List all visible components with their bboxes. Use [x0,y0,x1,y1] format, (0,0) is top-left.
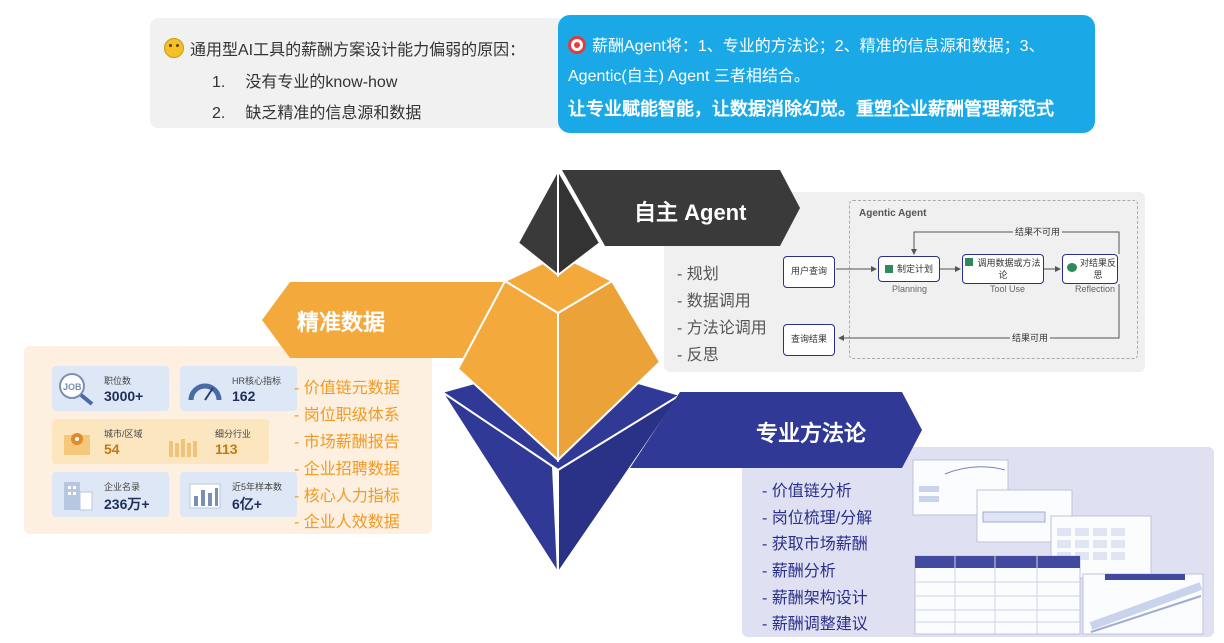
pyramid-middle-top [502,253,615,315]
stat-label: 近5年样本数 [232,482,283,492]
method-bullet: - 价值链分析 [762,483,852,500]
stat-value: 6亿+ [232,496,262,512]
method-bullet: - 薪酬架构设计 [762,590,868,607]
result-usable-note: 结果可用 [1010,331,1051,344]
stat-value: 236万+ [104,496,150,512]
method-bullet: - 获取市场薪酬 [762,536,868,553]
stat-label: 企业名录 [104,482,141,492]
agentic-frame [849,200,1138,359]
data-bullet: - 岗位职级体系 [294,407,400,424]
weakness-item-num: 1. [212,74,226,91]
agent-bullet: - 规划 [677,266,719,283]
data-bullet: - 价值链元数据 [294,380,400,397]
methodology-label: 专业方法论 [756,421,867,446]
weakness-box [150,18,570,128]
confused-face-icon [164,38,184,58]
chart-icon [189,483,221,509]
plan-icon [884,265,893,273]
agent-statement-box [558,15,1095,133]
weakness-item-text: 没有专业的know-how [245,74,398,91]
target-icon [568,36,586,54]
agent-bullet: - 数据调用 [677,293,751,310]
tool-box: 调用数据或方法论 [962,254,1044,284]
tool-use-caption: Tool Use [990,284,1026,294]
stat-card: 企业名录 236万+ [52,472,169,517]
method-bullet: - 薪酬分析 [762,563,836,580]
stat-card: 城市/区域 54 [52,419,169,464]
data-bullet: - 企业人效数据 [294,514,400,531]
pyramid-top-left [516,169,559,278]
stat-value: 162 [232,388,256,404]
data-bullet: - 核心人力指标 [294,488,400,505]
methodology-banner [630,392,922,468]
agent-slogan: 让专业赋能智能，让数据消除幻觉。重塑企业薪酬管理新范式 [568,99,1054,119]
weakness-item-text: 缺乏精准的信息源和数据 [245,105,422,122]
job-search-icon: JOB [59,373,94,406]
method-bullet: - 薪酬调整建议 [762,616,868,633]
weakness-item-num: 2. [212,105,226,122]
chat-icon [1067,263,1077,272]
reflect-text: 对结果反思 [1079,258,1116,280]
weakness-item: 1. 没有专业的know-how [212,68,397,92]
agent-statement-line1: 薪酬Agent将：1、专业的方法论；2、精准的信息源和数据；3、 [568,32,1045,56]
stat-value: 113 [215,441,238,457]
reflection-caption: Reflection [1075,284,1116,294]
agent-bullet: - 反思 [677,347,719,364]
stat-card: JOB 职位数 3000+ [52,366,169,411]
stat-value: 54 [104,441,120,457]
agent-statement-line1-text: 薪酬Agent将：1、专业的方法论；2、精准的信息源和数据；3、 [592,38,1045,55]
precise-data-label: 精准数据 [297,310,386,335]
method-bullet: - 岗位梳理/分解 [762,510,873,527]
user-query-box: 用户查询 [783,256,835,288]
autonomous-agent-label: 自主 Agent [634,200,747,225]
data-bullet: - 企业招聘数据 [294,461,400,478]
stat-label: 城市/区域 [104,429,143,439]
plan-text: 制定计划 [896,264,933,274]
query-result-box: 查询结果 [783,324,835,356]
data-bullet: - 市场薪酬报告 [294,434,400,451]
pyramid-top-right [557,166,602,278]
stat-label: 职位数 [104,376,132,386]
plan-box: 制定计划 [878,256,940,282]
weakness-item: 2. 缺乏精准的信息源和数据 [212,99,421,123]
planning-caption: Planning [892,284,928,294]
agent-bullet: - 方法论调用 [677,320,767,337]
stat-card: 近5年样本数 6亿+ [180,472,297,517]
gauge-icon [188,383,222,401]
svg-text:JOB: JOB [63,382,82,392]
autonomous-agent-banner [562,170,800,246]
precise-data-banner [262,282,510,358]
stat-card: 细分行业 113 [157,419,269,464]
weakness-title: 通用型AI工具的薪酬方案设计能力偏弱的原因： [164,36,525,60]
stat-label: 细分行业 [215,429,252,439]
building-icon [64,482,93,511]
tool-icon [965,258,974,266]
methodology-thumbnails-image [912,459,1204,635]
agent-statement-line2: Agentic(自主) Agent 三者相结合。 [568,68,810,85]
agentic-title: Agentic Agent [859,208,927,219]
tool-text: 调用数据或方法论 [977,258,1041,280]
stat-label: HR核心指标 [232,376,281,386]
result-unusable-note: 结果不可用 [1013,225,1063,238]
stat-card: HR核心指标 162 [180,366,297,411]
stat-value: 3000+ [104,388,144,404]
city-map-icon [64,433,90,455]
weakness-title-text: 通用型AI工具的薪酬方案设计能力偏弱的原因： [190,42,526,59]
industry-icon [169,439,197,457]
reflect-box: 对结果反思 [1062,254,1118,284]
